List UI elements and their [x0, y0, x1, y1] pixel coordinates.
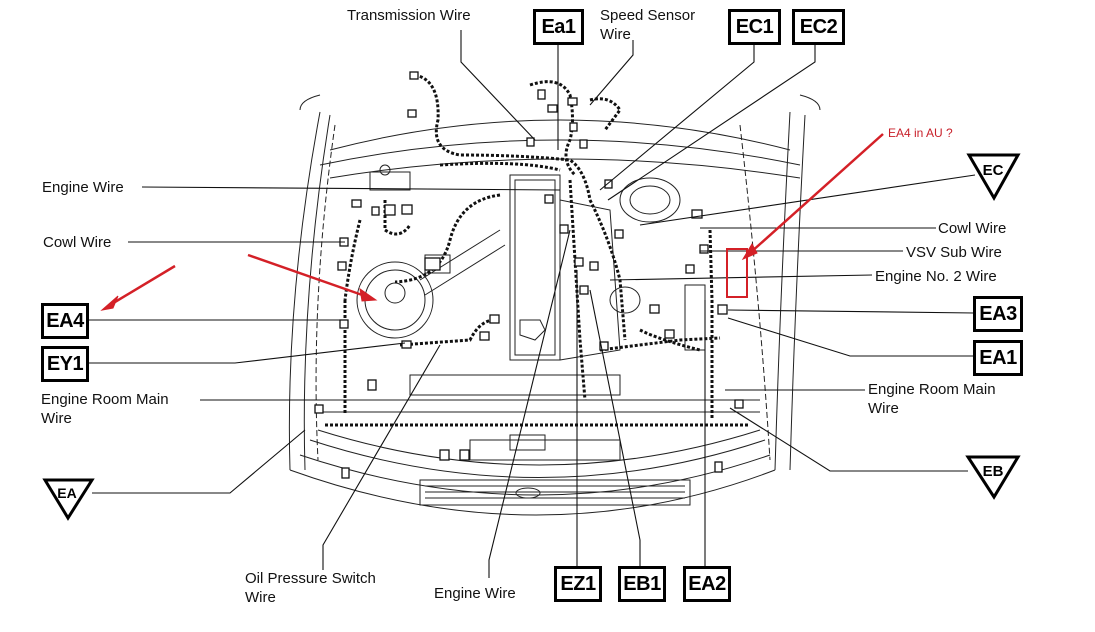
leader-engine-no2-wire — [609, 274, 873, 281]
leader-ey1 — [89, 342, 406, 364]
label-engine-room-main-wire-right: Engine Room Main Wire — [868, 381, 996, 417]
vehicle-outline — [288, 94, 821, 516]
label-transmission-wire: Transmission Wire — [347, 7, 471, 24]
leader-ea3 — [727, 309, 975, 314]
leader-lines — [89, 30, 976, 578]
red-annotations — [100, 133, 884, 311]
label-vsv-sub-wire: VSV Sub Wire — [906, 244, 1002, 261]
red-arrow-note — [749, 133, 884, 254]
ground-ec-triangle — [966, 153, 1021, 202]
red-highlight-box — [726, 248, 748, 298]
connector-ec2: EC2 — [792, 9, 845, 45]
label-cowl-wire-left: Cowl Wire — [43, 234, 112, 251]
connector-ea2: EA2 — [683, 566, 731, 602]
label-engine-room-main-wire-left: Engine Room Main Wire — [41, 391, 169, 427]
connector-ec1: EC1 — [728, 9, 781, 45]
ground-eb-text: EB — [983, 463, 1004, 480]
label-engine-wire-bottom: Engine Wire — [434, 585, 516, 602]
leader-speed-sensor-wire — [589, 40, 634, 106]
connector-plugs — [314, 71, 744, 479]
label-engine-wire-left: Engine Wire — [42, 179, 124, 196]
leader-ea1 — [727, 317, 974, 357]
connector-ea1: EA1 — [973, 340, 1023, 376]
connector-ea4: EA4 — [41, 303, 89, 339]
label-engine-no2-wire: Engine No. 2 Wire — [875, 268, 997, 285]
ground-symbols — [42, 153, 1021, 521]
label-cowl-wire-right: Cowl Wire — [938, 220, 1007, 237]
leader-ea-ground — [92, 429, 306, 494]
leader-transmission-wire — [460, 30, 536, 141]
ground-ea-text: EA — [57, 485, 76, 501]
leader-oil-pressure-switch — [322, 344, 441, 570]
annotation-note: EA4 in AU ? — [888, 126, 953, 140]
ground-ec-text: EC — [983, 162, 1004, 179]
wire-harnesses — [325, 73, 750, 427]
leader-eb-ground — [729, 407, 968, 472]
leader-ec2 — [607, 41, 816, 201]
connector-ey1: EY1 — [41, 346, 89, 382]
leader-ec1 — [599, 41, 755, 191]
engine-components — [356, 164, 706, 361]
ground-ea-triangle — [42, 478, 95, 521]
red-arrowhead-ea4 — [100, 295, 119, 311]
label-speed-sensor-wire: Speed Sensor Wire — [600, 7, 696, 43]
leader-eb1 — [589, 289, 641, 568]
connector-eb1: EB1 — [618, 566, 666, 602]
red-arrow-ea4 — [109, 264, 176, 307]
red-arrow-air-cleaner — [247, 253, 369, 299]
leader-engine-wire-bottom — [488, 229, 571, 578]
label-oil-pressure-switch-wire: Oil Pressure Switch Wire — [245, 570, 376, 606]
leader-engine-wire-left — [141, 186, 561, 191]
connector-ez1: EZ1 — [554, 566, 602, 602]
connector-ea1-top: Ea1 — [533, 9, 584, 45]
red-arrowhead-air-cleaner — [359, 287, 378, 302]
connector-ea3: EA3 — [973, 296, 1023, 332]
ground-eb-triangle — [965, 455, 1021, 500]
